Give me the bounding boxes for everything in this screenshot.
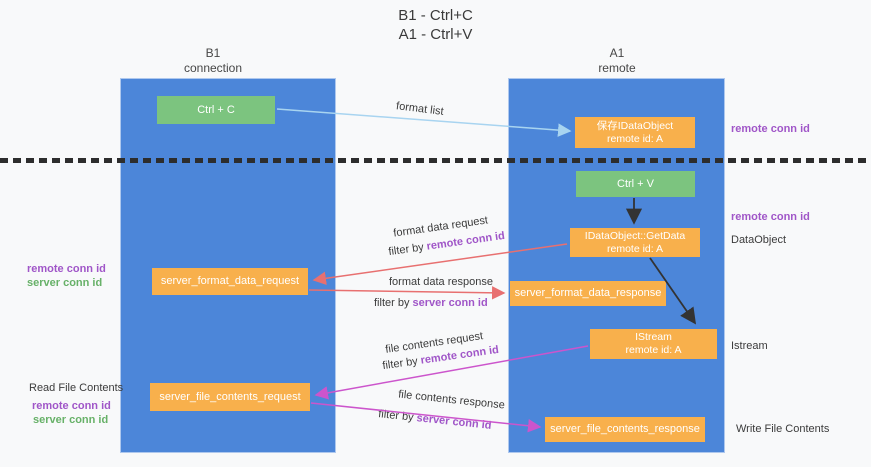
filter-server-conn-id: server conn id: [412, 297, 488, 309]
label-right-remote-conn-id: remote conn id: [731, 123, 810, 135]
label-left-remote-conn-id: remote conn id: [27, 263, 106, 275]
lane-header-b1: B1 connection: [133, 46, 293, 76]
edge-label-format-list: format list: [395, 100, 445, 118]
node-ctrl-v: Ctrl + V: [576, 171, 695, 197]
node-format-response-label: server_format_data_response: [514, 287, 662, 299]
lane-a1-name: A1: [609, 46, 625, 60]
diagram-title: B1 - Ctrl+C A1 - Ctrl+V: [0, 6, 871, 44]
label-write-file-contents: Write File Contents: [736, 423, 830, 435]
filter-server-conn-id: server conn id: [415, 412, 493, 432]
lane-header-a1: A1 remote: [537, 46, 697, 76]
node-save-idataobject-line2: remote id: A: [606, 132, 664, 145]
node-server-format-data-response: server_format_data_response: [510, 281, 666, 306]
node-istream-line2: remote id: A: [625, 344, 682, 356]
node-server-file-contents-response: server_file_contents_response: [545, 417, 705, 442]
edge-label-filter-server-1: filter by server conn id: [374, 297, 488, 309]
lane-b1-name: B1: [205, 46, 221, 60]
node-save-idataobject-line1: 保存IDataObject: [596, 119, 674, 132]
node-istream-line1: IStream: [635, 331, 672, 343]
node-ctrl-c: Ctrl + C: [157, 96, 275, 124]
filter-prefix: filter by: [381, 354, 422, 373]
title-line-2: A1 - Ctrl+V: [398, 26, 473, 43]
node-server-file-contents-request: server_file_contents_request: [150, 383, 310, 411]
title-line-1: B1 - Ctrl+C: [398, 7, 473, 24]
dashed-divider: [0, 158, 871, 163]
node-idataobject-getdata: IDataObject::GetData remote id: A: [570, 228, 700, 257]
node-format-request-label: server_format_data_request: [160, 275, 300, 287]
lane-a1-role: remote: [598, 61, 636, 75]
label-left-server-conn-id: server conn id: [27, 277, 103, 289]
node-getdata-line1: IDataObject::GetData: [584, 229, 686, 242]
label-istream: Istream: [731, 340, 768, 352]
node-getdata-line2: remote id: A: [606, 242, 664, 255]
node-server-format-data-request: server_format_data_request: [152, 268, 308, 295]
node-save-idataobject: 保存IDataObject remote id: A: [575, 117, 695, 148]
edge-label-file-contents-response: file contents response: [397, 388, 506, 412]
label-read-file-contents: Read File Contents: [29, 382, 124, 394]
label-left-remote-conn-id-2: remote conn id: [32, 400, 111, 412]
node-ctrl-c-label: Ctrl + C: [197, 103, 235, 116]
edge-label-format-data-response: format data response: [389, 276, 493, 288]
label-right-remote-conn-id-2: remote conn id: [731, 211, 810, 223]
filter-prefix: filter by: [387, 240, 428, 259]
filter-prefix: filter by: [377, 408, 418, 425]
node-ctrl-v-label: Ctrl + V: [617, 177, 654, 190]
label-left-server-conn-id-2: server conn id: [33, 414, 109, 426]
filter-prefix: filter by: [374, 297, 413, 309]
node-file-request-label: server_file_contents_request: [159, 390, 301, 403]
node-istream: IStream remote id: A: [590, 329, 717, 359]
edge-label-filter-server-2: filter by server conn id: [378, 408, 492, 432]
node-file-response-label: server_file_contents_response: [550, 423, 700, 435]
label-dataobject: DataObject: [731, 234, 787, 246]
arrow-format-data-response: [308, 286, 506, 300]
lane-b1-role: connection: [183, 61, 243, 75]
